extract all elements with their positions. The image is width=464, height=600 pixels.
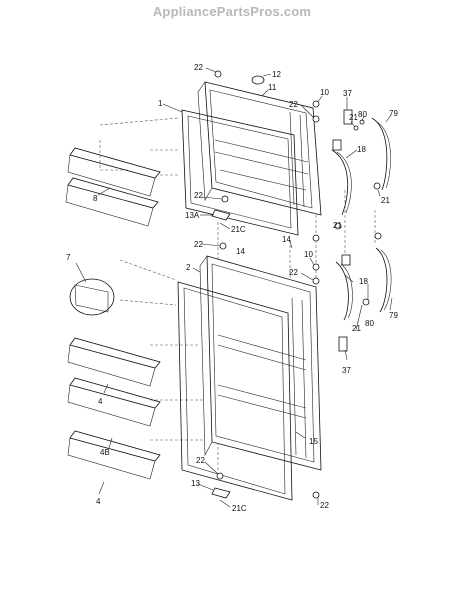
callout-37: 37 [342,366,351,375]
callout-13: 13 [191,479,200,488]
callout-13a: 13A [185,211,200,220]
callout-80: 80 [358,110,367,119]
callout-10: 10 [320,88,329,97]
dairy-bucket [69,278,115,316]
callout-80: 80 [365,319,374,328]
callout-22: 22 [194,240,203,249]
callout-37: 37 [343,89,352,98]
callout-4: 4 [96,497,101,506]
freezer-gasket [181,109,299,236]
door-shelf-bins [65,147,161,480]
callout-1: 1 [158,99,163,108]
watermark-logo: AppliancePartsPros.com [152,4,312,19]
callout-21: 21 [333,221,342,230]
callout-22: 22 [194,63,203,72]
callout-21: 21 [349,113,358,122]
callout-21: 21 [381,196,390,205]
callout-12: 12 [272,70,281,79]
callout-21: 21 [352,324,361,333]
callout-8: 8 [93,194,98,203]
callout-79: 79 [389,109,398,118]
callout-18: 18 [357,145,366,154]
callout-21c: 21C [231,225,246,234]
callout-10: 10 [304,250,313,259]
callout-2: 2 [186,263,191,272]
callout-18: 18 [359,277,368,286]
callout-22: 22 [194,191,203,200]
freezer-door [197,81,322,216]
fresh-food-gasket [177,281,293,501]
callout-21c: 21C [232,504,247,513]
callout-22: 22 [196,456,205,465]
callout-11: 11 [268,83,277,92]
callout-79: 79 [389,311,398,320]
callout-14: 14 [236,247,245,256]
callout-14: 14 [282,235,291,244]
callout-22: 22 [289,100,298,109]
callout-22: 22 [289,268,298,277]
callout-7: 7 [66,253,71,262]
fresh-food-door [199,255,322,471]
callout-4: 4 [98,397,103,406]
callout-4b: 4B [100,448,110,457]
callout-22: 22 [320,501,329,510]
door-handles [331,117,392,321]
callout-15: 15 [309,437,318,446]
leader-lines [75,67,393,508]
callout-labels: 22 12 11 10 37 22 1 21 80 79 18 8 21 22 … [66,63,398,513]
